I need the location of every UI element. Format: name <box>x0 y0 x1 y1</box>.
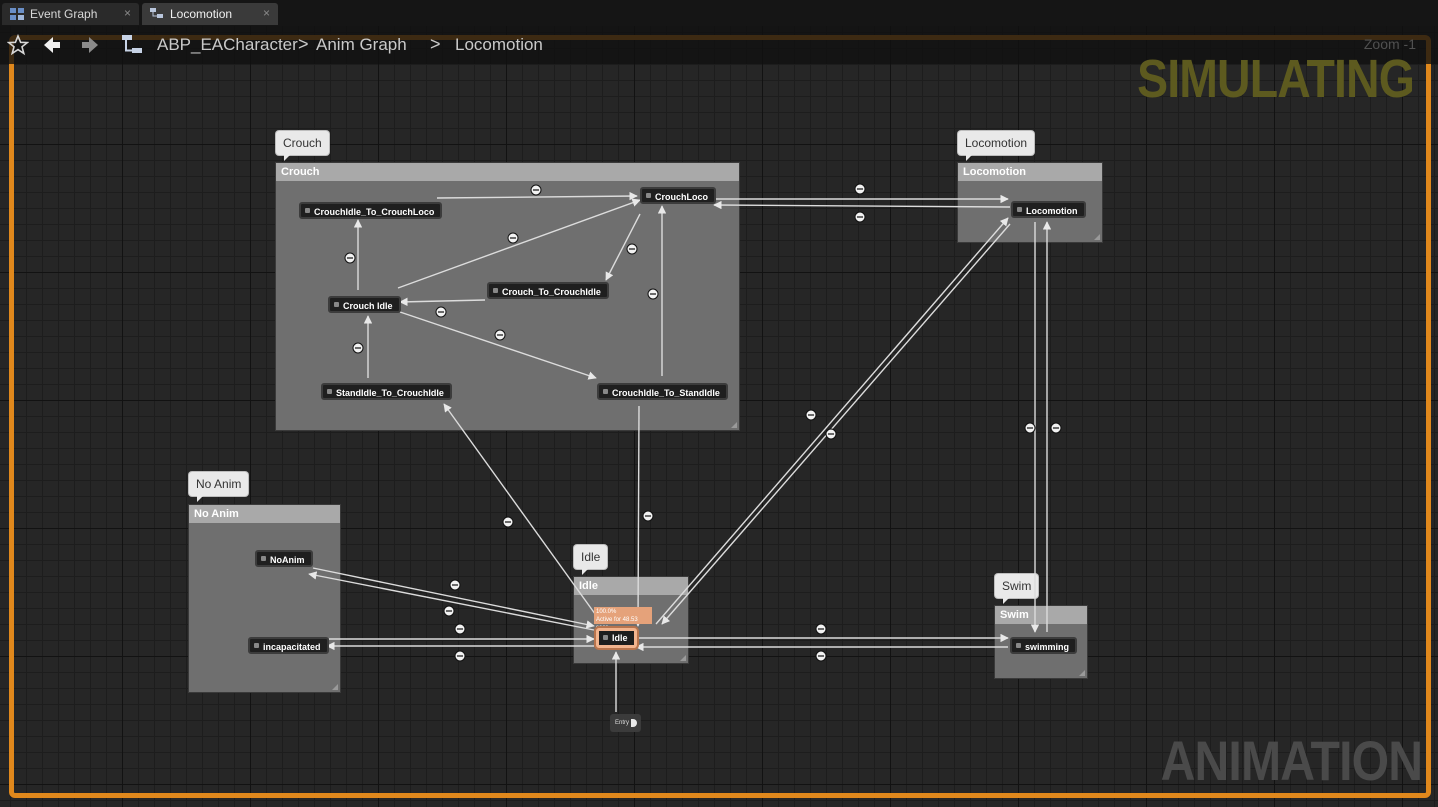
breadcrumb-asset[interactable]: ABP_EACharacter <box>157 35 298 55</box>
breadcrumb-machine[interactable]: Locomotion <box>455 35 543 55</box>
breadcrumb-separator: > <box>298 34 309 55</box>
simulating-border <box>9 35 1431 798</box>
breadcrumb-graph[interactable]: Anim Graph <box>316 35 407 55</box>
favorite-star-icon[interactable] <box>7 34 29 56</box>
simulating-watermark: SIMULATING <box>1137 48 1414 110</box>
breadcrumb-separator: > <box>430 34 441 55</box>
state-machine-icon <box>121 34 143 56</box>
back-arrow-icon[interactable] <box>41 34 63 56</box>
forward-arrow-icon[interactable] <box>79 34 101 56</box>
animation-watermark: ANIMATION <box>1160 728 1422 793</box>
